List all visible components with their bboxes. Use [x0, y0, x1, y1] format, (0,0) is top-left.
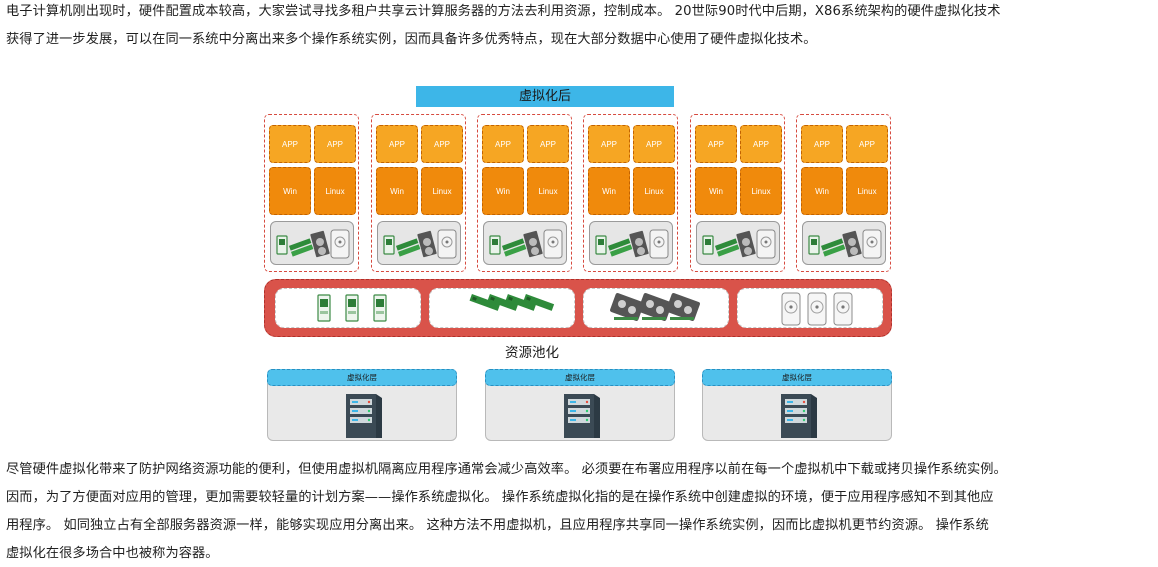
app-tile: APP — [695, 125, 737, 163]
diagram-title: 虚拟化后 — [416, 86, 674, 107]
pool-cpu-cell — [275, 288, 421, 328]
virtualization-layer: 虚拟化层 — [702, 369, 892, 386]
app-tile: APP — [314, 125, 356, 163]
resource-pool — [264, 279, 892, 337]
pool-network-cell — [583, 288, 729, 328]
hardware-components-icon — [489, 229, 563, 259]
app-tile: APP — [482, 125, 524, 163]
os-tile-linux: Linux — [314, 167, 356, 215]
container-paragraph: 尽管硬件虚拟化带来了防护网络资源功能的便利，但使用虚拟机隔离应用程序通常会减少高… — [6, 456, 1007, 567]
app-tile: APP — [527, 125, 569, 163]
os-tile-win: Win — [588, 167, 630, 215]
container-line: 用程序。 如同独立占有全部服务器资源一样，能够实现应用分离出来。 这种方法不用虚… — [6, 518, 989, 533]
pool-memory-cell — [429, 288, 575, 328]
vm-hardware — [270, 221, 354, 265]
hardware-components-icon — [808, 229, 882, 259]
hardware-components-icon — [383, 229, 457, 259]
hardware-components-icon — [702, 229, 776, 259]
os-tile-linux: Linux — [527, 167, 569, 215]
server-tower-icon — [775, 390, 821, 444]
hardware-components-icon — [276, 229, 350, 259]
hardware-components-icon — [595, 229, 669, 259]
os-tile-win: Win — [801, 167, 843, 215]
app-tile: APP — [740, 125, 782, 163]
physical-server: 虚拟化层 — [267, 369, 457, 441]
hard-disk-icon — [781, 292, 853, 326]
app-tile: APP — [269, 125, 311, 163]
os-tile-linux: Linux — [421, 167, 463, 215]
virtualization-layer: 虚拟化层 — [267, 369, 457, 386]
os-tile-win: Win — [695, 167, 737, 215]
app-tile: APP — [421, 125, 463, 163]
app-tile: APP — [801, 125, 843, 163]
vm-hardware — [589, 221, 673, 265]
intro-line: 电子计算机刚出现时，硬件配置成本较高，大家尝试寻找多租户共享云计算服务器的方法去… — [6, 4, 1001, 19]
pool-label: 资源池化 — [505, 345, 559, 361]
network-card-icon — [610, 293, 700, 321]
os-tile-win: Win — [482, 167, 524, 215]
physical-server: 虚拟化层 — [702, 369, 892, 441]
app-tile: APP — [588, 125, 630, 163]
vm-hardware — [696, 221, 780, 265]
container-line: 尽管硬件虚拟化带来了防护网络资源功能的便利，但使用虚拟机隔离应用程序通常会减少高… — [6, 462, 1007, 477]
virtualization-layer: 虚拟化层 — [485, 369, 675, 386]
vm-hardware — [483, 221, 567, 265]
vm-hardware — [802, 221, 886, 265]
os-tile-linux: Linux — [740, 167, 782, 215]
os-tile-linux: Linux — [633, 167, 675, 215]
app-tile: APP — [633, 125, 675, 163]
os-tile-win: Win — [376, 167, 418, 215]
server-tower-icon — [340, 390, 386, 444]
vm-hardware — [377, 221, 461, 265]
intro-paragraph: 电子计算机刚出现时，硬件配置成本较高，大家尝试寻找多租户共享云计算服务器的方法去… — [6, 0, 1001, 54]
server-tower-icon — [558, 390, 604, 444]
physical-server: 虚拟化层 — [485, 369, 675, 441]
cpu-chip-icon — [317, 294, 387, 322]
os-tile-linux: Linux — [846, 167, 888, 215]
memory-stick-icon — [469, 294, 555, 311]
container-line: 虚拟化在很多场合中也被称为容器。 — [6, 546, 219, 561]
app-tile: APP — [376, 125, 418, 163]
app-tile: APP — [846, 125, 888, 163]
os-tile-win: Win — [269, 167, 311, 215]
container-line: 因而，为了方便面对应用的管理，更加需要较轻量的计划方案——操作系统虚拟化。 操作… — [6, 490, 994, 505]
intro-line: 获得了进一步发展，可以在同一系统中分离出来多个操作系统实例，因而具备许多优秀特点… — [6, 32, 817, 47]
pool-disk-cell — [737, 288, 883, 328]
